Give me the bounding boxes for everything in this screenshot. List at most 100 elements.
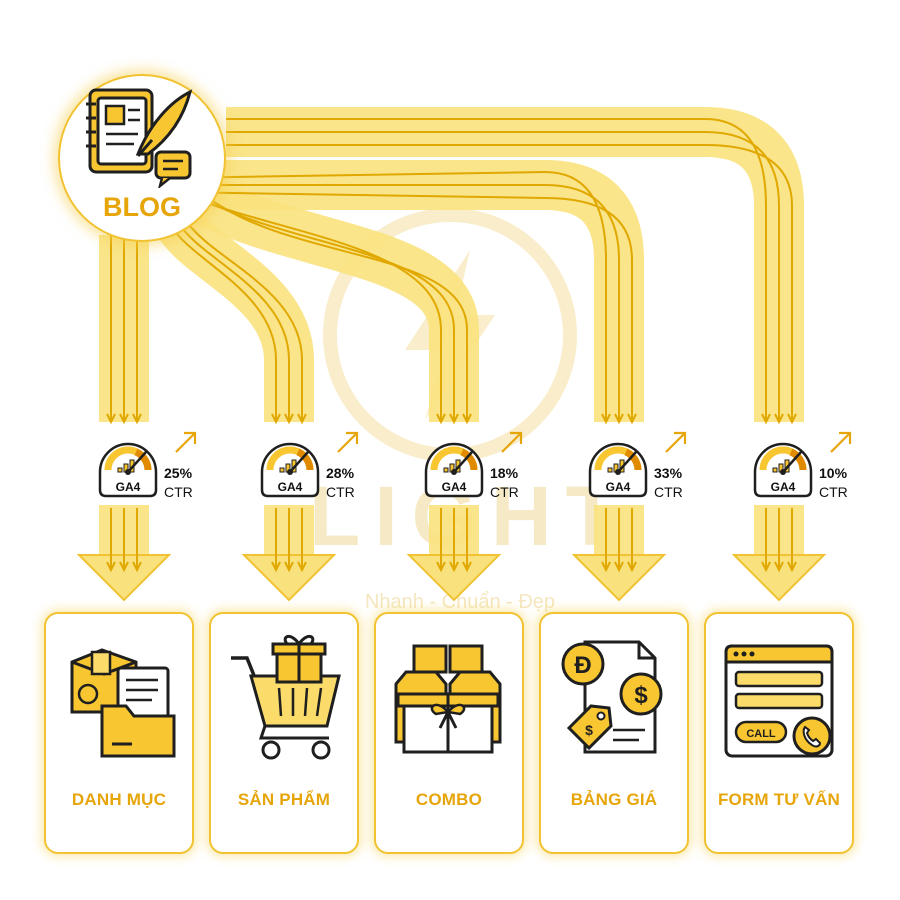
card-form-tu-van[interactable]: CALL FORM TƯ VẤN	[704, 612, 854, 854]
arrow-head	[184, 431, 197, 444]
arrow-shaft	[337, 433, 357, 453]
metric-percent: 28%	[326, 465, 355, 481]
flow-arrowhead	[627, 561, 637, 573]
flow-arrowhead	[614, 413, 624, 425]
flow-line	[217, 191, 633, 422]
flow-arrowhead	[132, 561, 142, 573]
flow-arrowhead	[436, 413, 446, 425]
flow-arrowhead	[462, 413, 472, 425]
ga4-gauge-graphic: GA4	[588, 442, 648, 498]
flow-arrowhead	[284, 413, 294, 425]
ga4-badge: GA4	[116, 480, 141, 494]
ga4-gauge-icon: GA4	[749, 428, 817, 500]
svg-text:$: $	[634, 682, 648, 709]
gauge-bar	[117, 467, 123, 473]
metric-danh-muc: GA4 25% CTR	[94, 428, 254, 508]
flow-arrowhead	[436, 561, 446, 573]
metric-combo: GA4 18% CTR	[420, 428, 580, 508]
consultation-form-call-icon: CALL	[724, 644, 834, 758]
arrow-head	[346, 431, 359, 444]
gauge-arc-high	[624, 448, 642, 471]
flow-arrowhead	[449, 561, 459, 573]
flow-arrowhead	[787, 413, 797, 425]
gauge-needle	[127, 451, 147, 473]
gauge-bar	[772, 467, 778, 473]
card-label: DANH MỤC	[71, 790, 167, 809]
flow-arrowhead	[787, 561, 797, 573]
arrow-head	[839, 431, 852, 444]
flow-line	[210, 199, 468, 422]
ga4-badge: GA4	[442, 480, 467, 494]
card-combo[interactable]: COMBO	[374, 612, 524, 854]
trend-up-arrow-icon	[172, 428, 200, 456]
metric-san-pham: GA4 28% CTR	[256, 428, 416, 508]
flow-line	[186, 221, 303, 422]
flow-line	[217, 170, 607, 422]
gauge-arc-high	[134, 448, 152, 471]
ga4-badge: GA4	[771, 480, 796, 494]
arrow-head	[510, 431, 523, 444]
metric-percent: 25%	[164, 465, 193, 481]
blog-notebook-quill-icon	[86, 88, 193, 188]
trend-up-arrow-graphic	[665, 431, 687, 453]
trend-up-arrow-graphic	[501, 431, 523, 453]
arrow-shaft	[830, 433, 850, 453]
gauge-needle	[782, 451, 802, 473]
category-box-folder-icon	[70, 648, 176, 758]
metric-percent: 10%	[819, 465, 848, 481]
ga4-gauge-icon: GA4	[94, 428, 162, 500]
flow-arrowhead	[284, 561, 294, 573]
gauge-arc-high	[460, 448, 478, 471]
arrow-shaft	[501, 433, 521, 453]
flow-arrowhead	[774, 413, 784, 425]
blog-label: BLOG	[103, 192, 181, 222]
trend-up-arrow-icon	[662, 428, 690, 456]
shopping-cart-gift-icon	[231, 635, 341, 760]
gauge-needle	[453, 451, 473, 473]
metric-label: CTR	[819, 484, 848, 500]
flow-line	[226, 131, 780, 422]
flow-arrowhead	[119, 561, 129, 573]
flow-line	[177, 221, 290, 422]
gauge-pivot	[451, 469, 457, 475]
card-san-pham[interactable]: SẢN PHẨM	[209, 612, 359, 854]
flow-arrowhead	[449, 413, 459, 425]
gauge-bar	[443, 467, 449, 473]
metric-label: CTR	[326, 484, 355, 500]
flow-line	[198, 199, 442, 422]
gauge-pivot	[780, 469, 786, 475]
ga4-gauge-icon: GA4	[256, 428, 324, 500]
ga4-gauge-icon: GA4	[584, 428, 652, 500]
flow-line	[218, 184, 620, 422]
flow-arrowhead	[462, 561, 472, 573]
card-danh-muc[interactable]: DANH MỤC	[44, 612, 194, 854]
gauge-pivot	[615, 469, 621, 475]
flow-line	[226, 144, 793, 422]
arrow-shaft	[175, 433, 195, 453]
flow-arrowhead	[627, 413, 637, 425]
flow-arrowhead	[774, 561, 784, 573]
flow-arrowhead	[106, 413, 116, 425]
gauge-bar	[607, 467, 613, 473]
metric-bang-gia: GA4 33% CTR	[584, 428, 744, 508]
flow-arrowhead	[614, 561, 624, 573]
card-bang-gia[interactable]: Đ $ $ BẢNG GIÁ	[539, 612, 689, 854]
blog-source-node[interactable]: BLOG	[58, 74, 226, 242]
flow-line	[204, 199, 455, 422]
ga4-gauge-icon: GA4	[420, 428, 488, 500]
metric-label: CTR	[490, 484, 519, 500]
flow-line	[167, 221, 277, 422]
card-label: SẢN PHẨM	[237, 790, 331, 809]
flow-arrowhead	[761, 561, 771, 573]
svg-text:Đ: Đ	[574, 652, 591, 679]
flow-arrowhead	[271, 561, 281, 573]
trend-up-arrow-icon	[827, 428, 855, 456]
gauge-arc-high	[296, 448, 314, 471]
flow-arrowhead	[271, 413, 281, 425]
flow-arrowhead	[132, 413, 142, 425]
flow-line-layer	[106, 118, 797, 573]
svg-text:$: $	[585, 722, 593, 738]
flow-arrowhead	[601, 413, 611, 425]
gauge-needle	[289, 451, 309, 473]
